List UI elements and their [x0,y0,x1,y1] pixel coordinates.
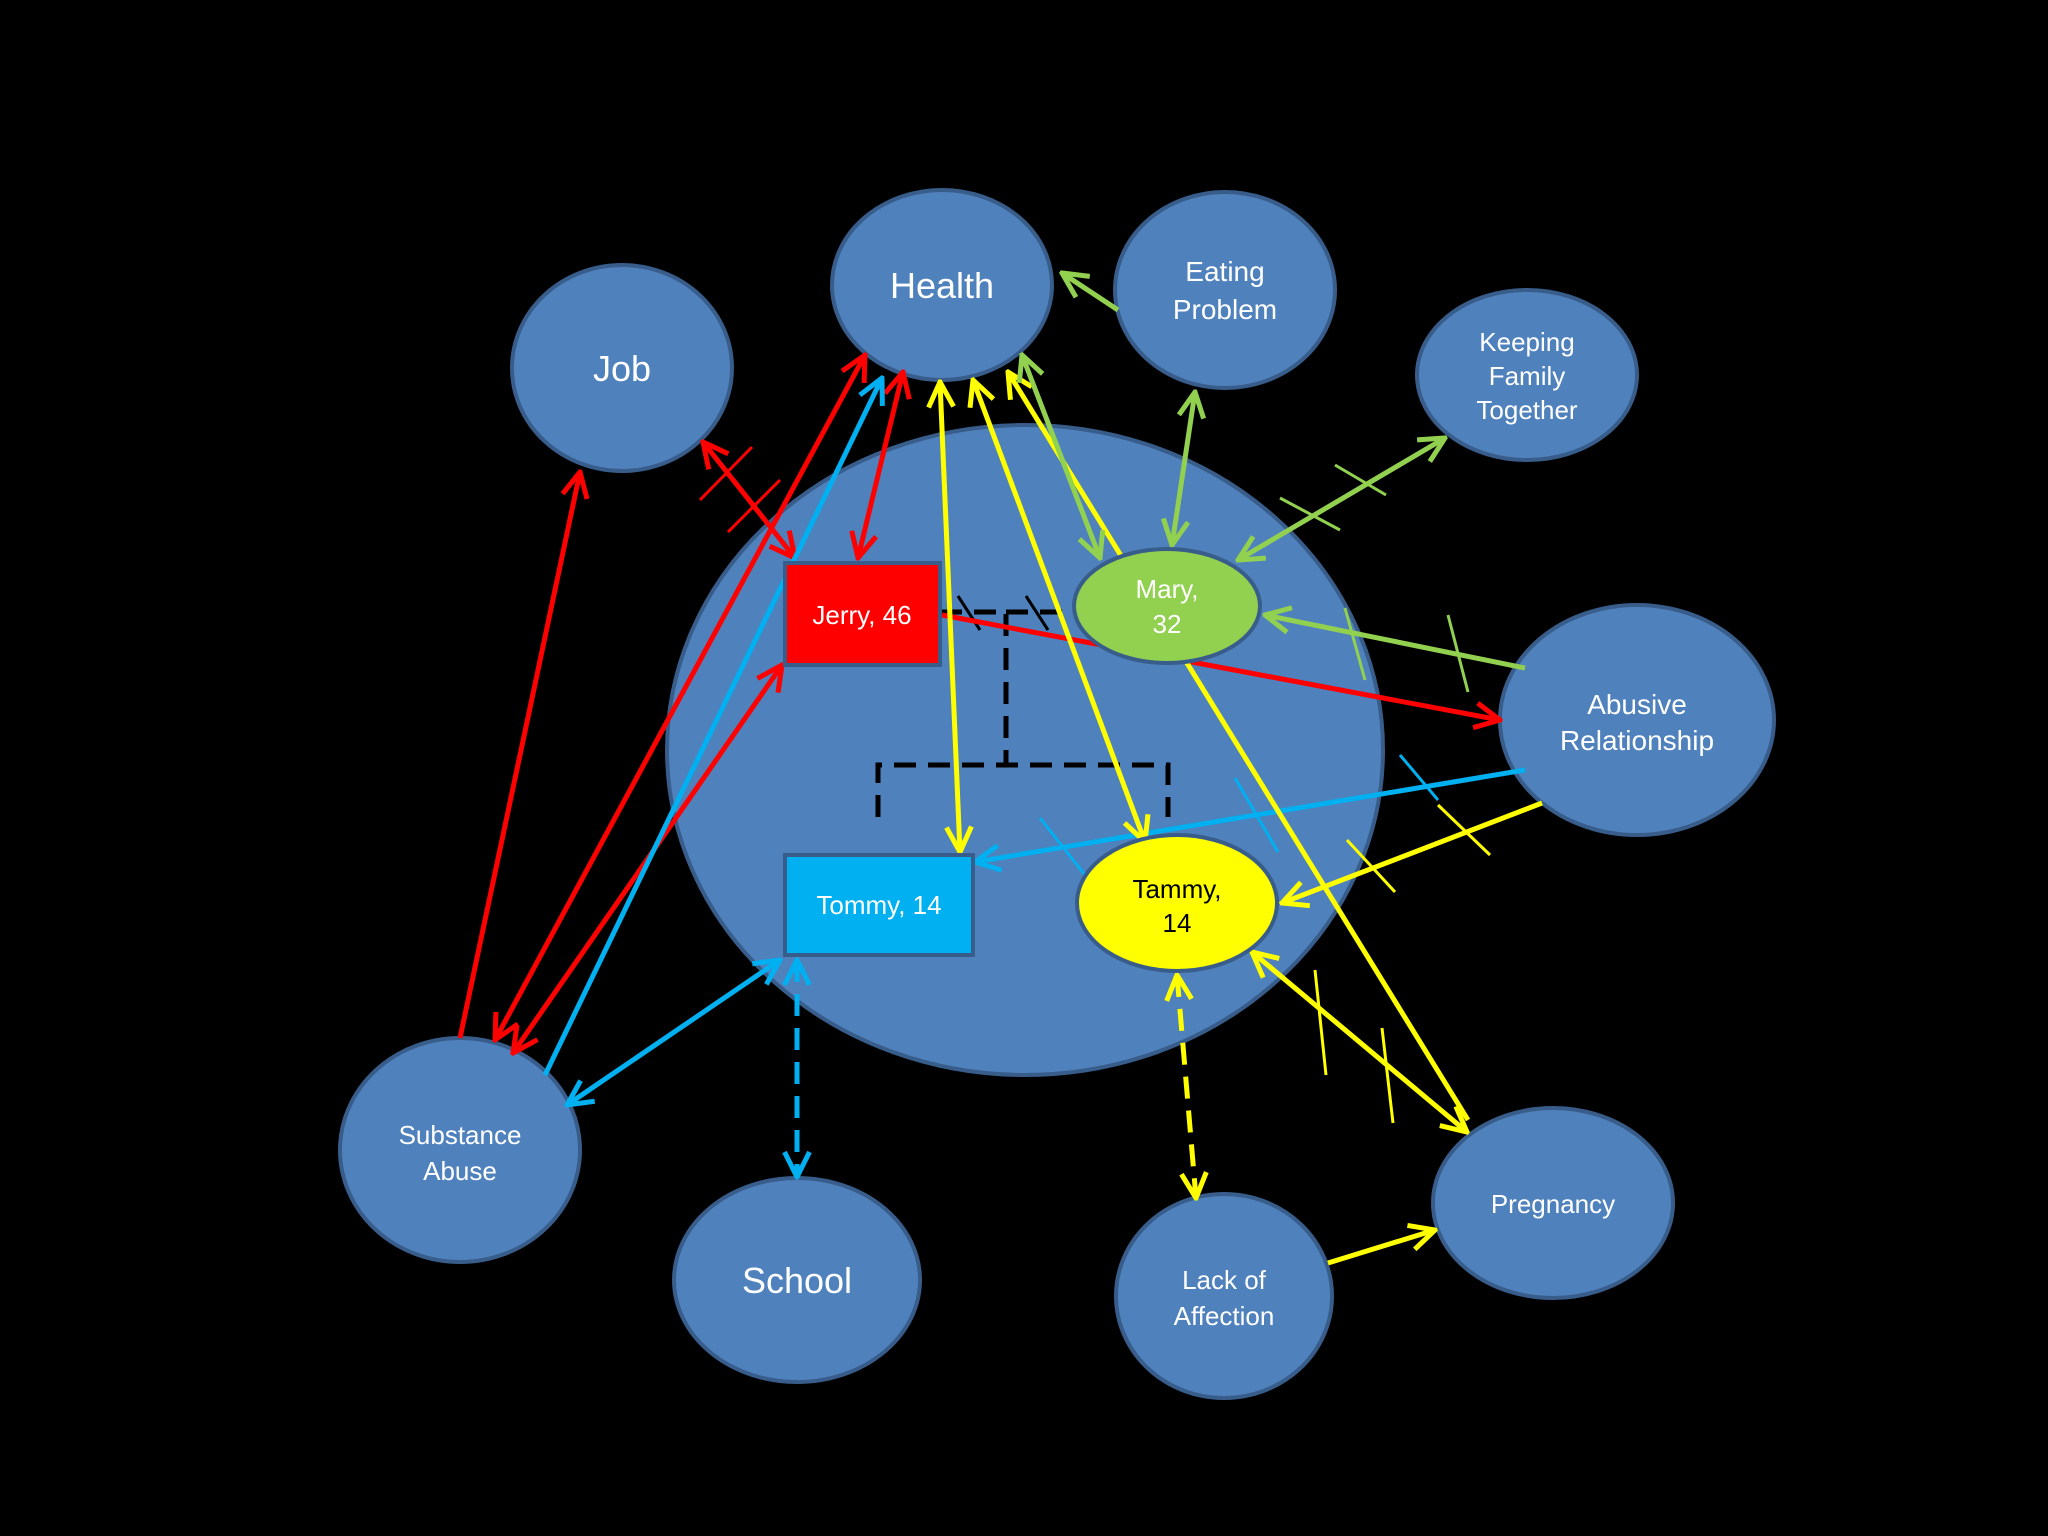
tammy-pregnancy-stress-2 [1380,1027,1395,1124]
mary-node: Mary, 32 [1072,547,1262,665]
tammy-pregnancy-stress-1 [1313,969,1328,1076]
tammy-lack-of-affection-line [1177,975,1196,1198]
abusive-tammy-stress-2 [1436,803,1492,857]
eating-problem-label-1: Eating [1185,256,1264,287]
lack-of-affection-label-1: Lack of [1182,1265,1267,1295]
lack-of-affection-node: Lack of Affection [1114,1192,1334,1400]
keeping-family-together-label-2: Family [1489,361,1566,391]
health-node: Health [830,188,1054,382]
keeping-family-together-label-3: Together [1476,395,1578,425]
substance-abuse-label-2: Abuse [423,1156,497,1186]
abusive-mary-stress-1 [1343,607,1367,681]
green-connections [1022,273,1526,693]
abusive-mary-line [1265,615,1526,671]
keeping-family-together-label-1: Keeping [1479,327,1574,357]
jerry-label: Jerry, 46 [812,600,911,630]
substance-abuse-label-1: Substance [399,1120,522,1150]
abusive-relationship-label-1: Abusive [1587,689,1687,720]
mary-eating-line [1172,392,1195,545]
lack-of-affection-label-2: Affection [1174,1301,1275,1331]
mary-keeping-family-stress-1 [1279,496,1341,532]
tommy-health-line [940,382,960,852]
mary-keeping-family-stress-2 [1334,463,1387,497]
keeping-family-together-node: Keeping Family Together [1415,288,1639,462]
mary-label-2: 32 [1153,609,1182,639]
abusive-tammy-stress-1 [1345,838,1397,894]
mary-health-line [1022,355,1100,558]
eating-health-line [1062,273,1120,313]
substance-health-red-line [495,355,865,1040]
job-label: Job [593,348,651,389]
pregnancy-node: Pregnancy [1431,1106,1675,1300]
mary-keeping-family-line [1238,438,1445,560]
tommy-node: Tommy, 14 [783,853,975,957]
tammy-label-2: 14 [1163,908,1192,938]
tommy-substance-line [567,960,780,1105]
abusive-mary-stress-2 [1446,614,1470,693]
substance-abuse-node: Substance Abuse [338,1036,582,1264]
job-node: Job [510,263,734,473]
pregnancy-label: Pregnancy [1491,1189,1615,1219]
school-label: School [742,1260,852,1301]
red-connections [457,355,1500,1053]
abusive-tommy-stress-2 [1233,777,1280,853]
substance-job-line [457,472,580,1039]
abusive-tammy-line [1282,800,1543,903]
abusive-relationship-label-2: Relationship [1560,725,1714,756]
abusive-relationship-node: Abusive Relationship [1498,603,1776,837]
tammy-label-1: Tammy, [1132,874,1221,904]
school-node: School [672,1176,922,1384]
health-label: Health [890,265,994,306]
jerry-node: Jerry, 46 [783,561,942,667]
tommy-label: Tommy, 14 [816,890,941,920]
tammy-node: Tammy, 14 [1075,833,1279,973]
lack-of-affection-pregnancy-line [1327,1230,1435,1266]
tammy-pregnancy-line [1252,952,1467,1132]
eating-problem-node: Eating Problem [1113,190,1337,390]
mary-label-1: Mary, [1135,574,1198,604]
eating-problem-label-2: Problem [1173,294,1277,325]
tammy-health-line [973,380,1145,842]
abusive-tommy-stress-3 [1398,754,1440,801]
